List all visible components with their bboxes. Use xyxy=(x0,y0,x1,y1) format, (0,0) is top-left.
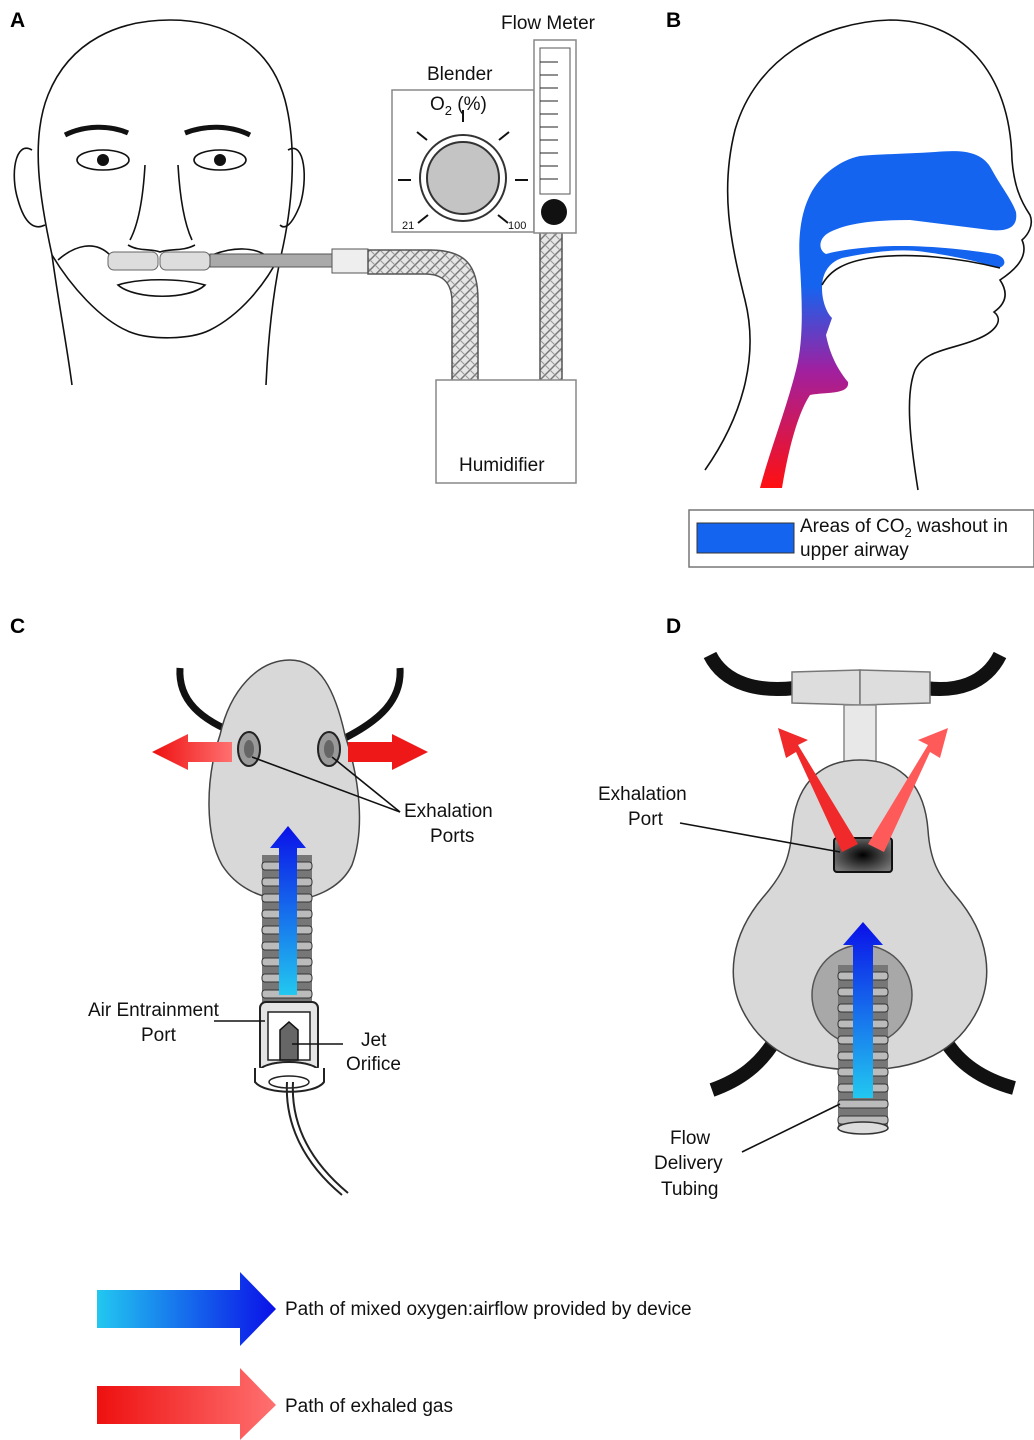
air-entrainment-label-1: Air Entrainment xyxy=(88,1000,220,1021)
flow-tubing-label-2: Delivery xyxy=(654,1153,723,1174)
flow-legend: Path of mixed oxygen:airflow provided by… xyxy=(97,1272,692,1440)
washout-legend-line2: upper airway xyxy=(800,540,909,561)
panel-c-label: C xyxy=(10,615,25,638)
humidifier-label: Humidifier xyxy=(459,455,545,476)
flow-meter-label: Flow Meter xyxy=(501,13,596,34)
nasal-strap-left xyxy=(710,655,795,689)
exhalation-port-label-d2: Port xyxy=(628,809,664,830)
panel-a: A xyxy=(10,9,596,483)
panel-d: D xyxy=(598,615,1014,1200)
mask-strap-right xyxy=(345,668,400,738)
panel-d-label: D xyxy=(666,615,681,638)
panel-b-label: B xyxy=(666,9,681,32)
chin-strap-left xyxy=(712,1040,775,1090)
flow-meter xyxy=(534,40,576,233)
flowmeter-tubing xyxy=(540,232,562,382)
venturi-connector xyxy=(255,1002,324,1092)
oxygen-supply-line xyxy=(287,1082,342,1195)
nasal-cannula xyxy=(108,249,368,273)
jet-orifice-label-2: Orifice xyxy=(346,1054,401,1075)
panel-c: C xyxy=(10,615,493,1195)
face-illustration xyxy=(14,20,304,385)
upper-airway-washout xyxy=(760,151,1016,488)
flow-tubing-label-1: Flow xyxy=(670,1128,710,1149)
blender-label: Blender xyxy=(427,64,493,85)
washout-legend-swatch xyxy=(697,523,794,553)
panel-b: B Areas of CO2 washout in upper airway xyxy=(666,9,1034,567)
flow-tubing-label-3: Tubing xyxy=(661,1179,718,1200)
jet-orifice-label-1: Jet xyxy=(361,1030,387,1051)
cannula-tubing xyxy=(368,250,478,385)
exhaled-path-arrow xyxy=(97,1368,276,1440)
panel-a-label: A xyxy=(10,9,25,32)
oxygen-path-label: Path of mixed oxygen:airflow provided by… xyxy=(285,1299,692,1320)
exhalation-ports-label-c1: Exhalation xyxy=(404,801,493,822)
exhaled-path-label: Path of exhaled gas xyxy=(285,1396,453,1417)
exhalation-port-label-d1: Exhalation xyxy=(598,784,687,805)
oxygen-path-arrow xyxy=(97,1272,276,1346)
o2-percent-label: O2 (%) xyxy=(430,94,487,118)
chin-strap-right xyxy=(945,1040,1014,1088)
dial-min-label: 21 xyxy=(402,220,414,232)
air-entrainment-label-2: Port xyxy=(141,1025,177,1046)
dial-max-label: 100 xyxy=(508,220,526,232)
exhalation-ports-label-c2: Ports xyxy=(430,826,474,847)
washout-legend-line1: Areas of CO2 washout in xyxy=(800,516,1008,540)
nasal-strap-right xyxy=(925,655,1000,689)
exhale-arrow-right xyxy=(348,734,428,770)
